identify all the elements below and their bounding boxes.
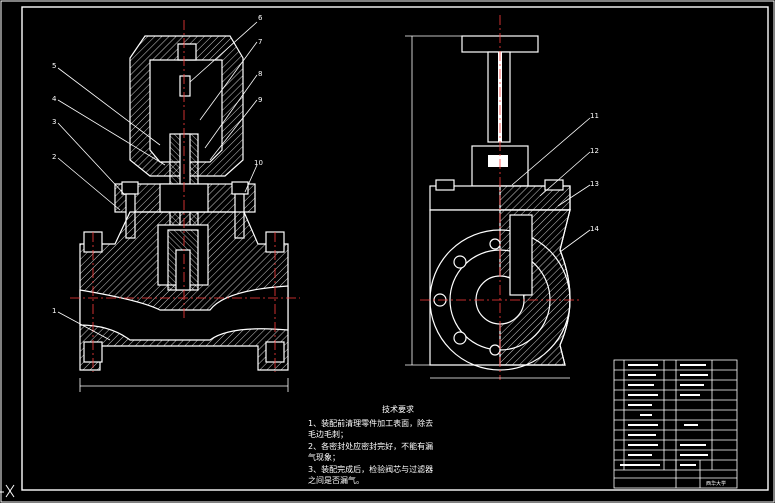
callout-leaders bbox=[57, 21, 591, 341]
requirement-line: 2、各密封处应密封完好，不能有漏 bbox=[308, 441, 434, 451]
callout-3: 3 bbox=[52, 118, 56, 126]
school-name: 西华大学 bbox=[706, 480, 726, 487]
callout-13: 13 bbox=[590, 180, 599, 188]
callout-2: 2 bbox=[52, 153, 56, 161]
callout-1: 1 bbox=[52, 307, 56, 315]
technical-requirements-title: 技术要求 bbox=[382, 405, 414, 414]
requirement-line: 之间是否漏气。 bbox=[308, 476, 364, 485]
callout-5: 5 bbox=[52, 62, 56, 70]
ucs-icon bbox=[0, 484, 15, 498]
callout-4: 4 bbox=[52, 95, 57, 103]
callout-14: 14 bbox=[590, 225, 599, 233]
front-dimension bbox=[79, 378, 289, 392]
callout-9: 9 bbox=[258, 96, 262, 104]
requirement-line: 3、装配完成后，检验阀芯与过滤器 bbox=[308, 464, 434, 474]
callout-12: 12 bbox=[590, 147, 599, 155]
callout-6: 6 bbox=[258, 14, 263, 22]
requirement-line: 气现象； bbox=[308, 453, 340, 462]
requirement-line: 1、装配前清理零件加工表面，除去 bbox=[308, 418, 434, 428]
callout-numbers: 6 7 8 9 10 5 4 3 2 1 11 12 13 14 bbox=[52, 14, 599, 315]
side-centerlines bbox=[420, 15, 580, 380]
callout-7: 7 bbox=[258, 38, 262, 46]
callout-11: 11 bbox=[590, 112, 599, 120]
front-centerlines bbox=[70, 20, 300, 372]
requirement-line: 毛边毛刺； bbox=[308, 430, 348, 439]
side-dimensions bbox=[405, 35, 570, 379]
title-block-entries bbox=[620, 364, 708, 466]
inner-frame bbox=[21, 6, 769, 491]
callout-10: 10 bbox=[254, 159, 263, 167]
technical-requirements: 技术要求 1、装配前清理零件加工表面，除去 毛边毛刺； 2、各密封处应密封完好，… bbox=[308, 404, 498, 487]
callout-8: 8 bbox=[258, 70, 262, 78]
title-block bbox=[613, 359, 738, 489]
